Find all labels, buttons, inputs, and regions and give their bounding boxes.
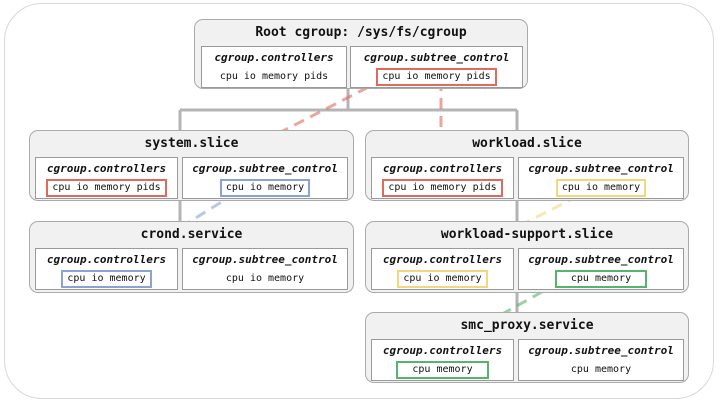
subtree-control-header: cgroup.subtree_control: [192, 162, 338, 175]
controllers-cell: cgroup.controllers cpu memory: [371, 339, 514, 381]
subtree-control-value: cpu memory: [554, 270, 648, 288]
workload-support-slice-node: workload-support.slice cgroup.controller…: [365, 221, 689, 293]
smc-proxy-service-node: smc_proxy.service cgroup.controllers cpu…: [365, 312, 689, 383]
controllers-value: cpu io memory: [61, 270, 152, 288]
controllers-cell: cgroup.controllers cpu io memory: [35, 248, 178, 290]
controllers-value: cpu memory: [396, 361, 489, 379]
node-title: system.slice: [144, 136, 239, 151]
flow-workload-to-support: [439, 186, 595, 268]
controllers-value: cpu io memory pids: [219, 71, 329, 82]
controllers-cell: cgroup.controllers cpu io memory: [371, 248, 514, 290]
controllers-header: cgroup.controllers: [382, 253, 503, 266]
subtree-control-cell: cgroup.subtree_control cpu io memory: [518, 157, 684, 199]
controllers-cell: cgroup.controllers cpu io memory pids: [35, 157, 178, 199]
subtree-control-header: cgroup.subtree_control: [528, 253, 674, 266]
controllers-header: cgroup.controllers: [46, 162, 167, 175]
subtree-control-value: cpu io memory pids: [376, 68, 497, 86]
node-title: smc_proxy.service: [460, 318, 594, 333]
crond-service-node: crond.service cgroup.controllers cpu io …: [29, 221, 354, 293]
node-title: crond.service: [140, 227, 243, 242]
controllers-value: cpu io memory: [397, 270, 488, 288]
node-title: workload.slice: [472, 136, 582, 151]
subtree-control-value: cpu io memory: [555, 179, 647, 197]
subtree-control-header: cgroup.subtree_control: [528, 344, 674, 357]
subtree-control-header: cgroup.subtree_control: [192, 253, 338, 266]
subtree-control-value: cpu memory: [570, 364, 632, 375]
root-cgroup-node: Root cgroup: /sys/fs/cgroup cgroup.contr…: [194, 19, 528, 89]
subtree-control-cell: cgroup.subtree_control cpu io memory pid…: [350, 46, 523, 88]
controllers-cell: cgroup.controllers cpu io memory pids: [371, 157, 514, 199]
controllers-header: cgroup.controllers: [382, 344, 503, 357]
subtree-control-header: cgroup.subtree_control: [363, 51, 510, 64]
subtree-control-value: cpu io memory: [219, 179, 311, 197]
subtree-control-cell: cgroup.subtree_control cpu io memory: [182, 157, 348, 199]
workload-slice-node: workload.slice cgroup.controllers cpu io…: [365, 130, 689, 201]
system-slice-node: system.slice cgroup.controllers cpu io m…: [29, 130, 354, 201]
controllers-value: cpu io memory pids: [382, 179, 503, 197]
controllers-header: cgroup.controllers: [382, 162, 503, 175]
node-title: Root cgroup: /sys/fs/cgroup: [255, 25, 467, 40]
subtree-control-cell: cgroup.subtree_control cpu io memory: [182, 248, 348, 290]
controllers-cell: cgroup.controllers cpu io memory pids: [201, 46, 347, 88]
controllers-header: cgroup.controllers: [46, 253, 167, 266]
subtree-control-header: cgroup.subtree_control: [528, 162, 674, 175]
subtree-control-cell: cgroup.subtree_control cpu memory: [518, 339, 684, 381]
controllers-value: cpu io memory pids: [46, 179, 167, 197]
node-title: workload-support.slice: [440, 227, 614, 242]
subtree-control-cell: cgroup.subtree_control cpu memory: [518, 248, 684, 290]
controllers-header: cgroup.controllers: [214, 51, 334, 64]
subtree-control-value: cpu io memory: [225, 273, 305, 284]
